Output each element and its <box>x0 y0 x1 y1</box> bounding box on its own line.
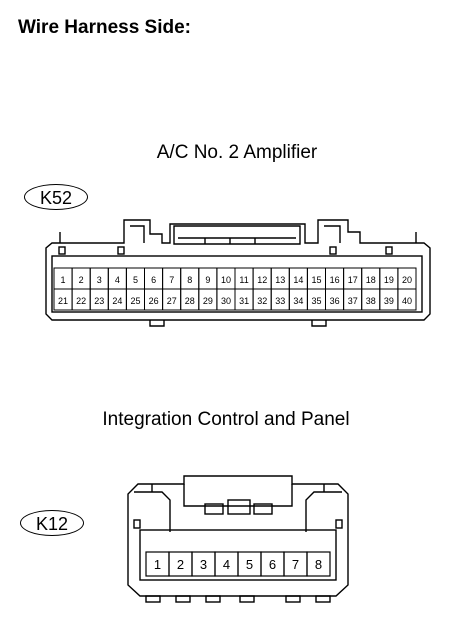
k52-pin-label: 11 <box>239 275 248 285</box>
k52-pin-label: 14 <box>293 275 303 285</box>
k52-pin-label: 3 <box>97 275 102 285</box>
k52-pin-label: 28 <box>185 296 195 306</box>
k12-pin-label: 2 <box>177 557 184 572</box>
k52-pin-label: 30 <box>221 296 231 306</box>
k12-pin-label: 1 <box>154 557 161 572</box>
k52-pin-label: 19 <box>384 275 394 285</box>
k52-pin-label: 26 <box>149 296 159 306</box>
k12-pin-label: 6 <box>269 557 276 572</box>
k12-pin-label: 7 <box>292 557 299 572</box>
k52-connector-title: A/C No. 2 Amplifier <box>156 142 318 163</box>
k52-pin-label: 34 <box>293 296 303 306</box>
k52-pin-label: 5 <box>133 275 138 285</box>
k52-pin-label: 1 <box>60 275 65 285</box>
k52-pin-cavity <box>397 288 417 311</box>
k12-connector-title: Integration Control and Panel <box>102 409 350 430</box>
k52-pin-label: 22 <box>76 296 86 306</box>
k52-pin-label: 7 <box>169 275 174 285</box>
k12-pin-label: 8 <box>315 557 322 572</box>
k52-connector-tag: K52 <box>24 184 88 210</box>
k12-pin-label: 3 <box>200 557 207 572</box>
k52-pin-label: 24 <box>112 296 122 306</box>
k52-pin-label: 25 <box>130 296 140 306</box>
k52-pin-label: 17 <box>348 275 358 285</box>
k52-pin-label: 15 <box>311 275 321 285</box>
k52-pin-label: 35 <box>311 296 321 306</box>
k52-pin-label: 33 <box>275 296 285 306</box>
k52-pin-label: 8 <box>187 275 192 285</box>
k12-pin-label: 5 <box>246 557 253 572</box>
k52-pin-label: 36 <box>330 296 340 306</box>
k12-pin-label: 4 <box>223 557 230 572</box>
k52-pin-label: 20 <box>402 275 412 285</box>
k52-pin-label: 6 <box>151 275 156 285</box>
k12-connector-tag: K12 <box>20 510 84 536</box>
k52-pin-label: 32 <box>257 296 267 306</box>
k52-pin-label: 27 <box>167 296 177 306</box>
k12-pin-cavity <box>306 551 331 577</box>
k52-pin-label: 18 <box>366 275 376 285</box>
page-heading: Wire Harness Side: <box>18 17 192 38</box>
k52-pin-label: 21 <box>58 296 68 306</box>
k52-pin-label: 31 <box>239 296 249 306</box>
k52-pin-label: 12 <box>257 275 267 285</box>
k52-pin-label: 38 <box>366 296 376 306</box>
k52-pin-label: 40 <box>402 296 412 306</box>
k52-pin-label: 29 <box>203 296 213 306</box>
k52-pin-label: 13 <box>275 275 285 285</box>
k52-pin-label: 2 <box>79 275 84 285</box>
k52-pin-label: 9 <box>205 275 210 285</box>
k52-pin-label: 23 <box>94 296 104 306</box>
k52-pin-label: 37 <box>348 296 358 306</box>
k52-pin-label: 16 <box>330 275 340 285</box>
k52-pin-label: 39 <box>384 296 394 306</box>
k52-pin-label: 4 <box>115 275 120 285</box>
k52-pin-label: 10 <box>221 275 231 285</box>
